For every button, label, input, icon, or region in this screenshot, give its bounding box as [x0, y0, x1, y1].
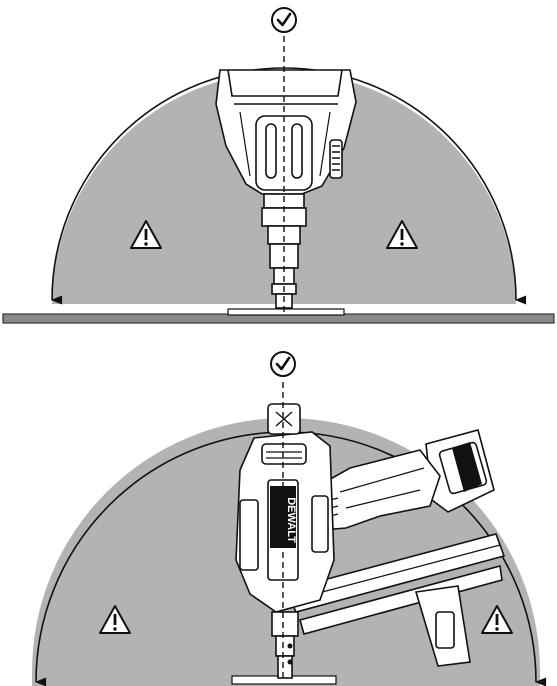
- warning-triangle-icon: [481, 605, 513, 634]
- check-circle-icon: [271, 7, 297, 33]
- check-circle-icon: [270, 351, 296, 377]
- top-nailer-front-view: [215, 69, 357, 309]
- top-contact-plate: [227, 308, 345, 316]
- warning-triangle-icon: [130, 220, 162, 249]
- warning-triangle-icon: [386, 220, 418, 249]
- bottom-nailer-side-view: [235, 403, 506, 679]
- bottom-panel: DEWALT: [32, 351, 547, 686]
- top-panel: [2, 7, 555, 324]
- brand-logo: DEWALT: [285, 497, 297, 543]
- warning-triangle-icon: [99, 605, 131, 634]
